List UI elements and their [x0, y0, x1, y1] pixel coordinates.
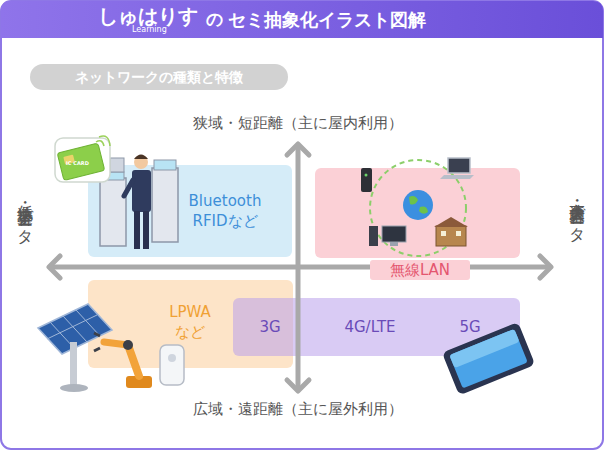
axis-label: 広域・遠距離（主に屋外利用） [148, 400, 448, 419]
axis-label: 狭域・短距離（主に屋内利用） [148, 114, 448, 133]
region-label: 3G [233, 317, 307, 337]
solar-base [60, 384, 88, 392]
person-head [134, 155, 148, 169]
pc-monitor [382, 226, 406, 242]
building [436, 226, 466, 246]
axes [49, 144, 551, 391]
smartphone-illustration [442, 322, 535, 395]
phone-screen-glare [449, 329, 519, 368]
person-leg [134, 211, 140, 249]
router [361, 168, 372, 192]
pc-tower [369, 226, 378, 246]
person-body [132, 170, 151, 212]
solar-pole [70, 342, 77, 386]
phone-screen [449, 329, 527, 389]
header-particle: の [206, 8, 223, 31]
ic-card-illustration [55, 136, 110, 182]
globe [403, 190, 433, 220]
person-leg [143, 211, 149, 249]
phone-body [442, 322, 535, 395]
solar-panel [38, 304, 112, 354]
category-region: Bluetooth RFIDなど [88, 165, 292, 257]
pc-stand [390, 242, 398, 246]
card-body [57, 143, 105, 180]
horizontal-axis [50, 265, 550, 270]
person-arm [124, 180, 133, 196]
gate-pole [110, 158, 124, 172]
brand-logo: しゅはりす [98, 3, 198, 30]
header-bar [1, 1, 603, 38]
gate-panel [102, 172, 124, 180]
laptop-screen [448, 158, 470, 173]
brand-subtitle: Learning [132, 25, 167, 34]
person-hair [134, 155, 148, 160]
gate-body [100, 178, 126, 246]
region-label: 5G [430, 317, 510, 337]
globe-land [409, 196, 428, 214]
vertical-axis [296, 145, 301, 390]
axis-arrowhead [287, 380, 309, 391]
region-label: LPWA など [160, 302, 220, 342]
gate-body [152, 168, 178, 242]
region-label: 4G/LTE [325, 317, 415, 337]
building-window [441, 231, 446, 236]
ticket-gate-illustration [100, 155, 178, 250]
lpwa-illustration [38, 304, 184, 392]
card-bubble [55, 138, 110, 182]
card-label: IC CARD [66, 160, 89, 166]
region-label: Bluetooth RFIDなど [170, 191, 280, 231]
signal-waves [96, 136, 110, 146]
sensor-device [160, 345, 184, 385]
robot-arm [104, 342, 128, 345]
robot-arm [128, 345, 139, 376]
axis-arrowhead [540, 256, 551, 278]
section-pill: ネットワークの種類と特徴 [30, 64, 288, 90]
robot-joint [123, 340, 133, 350]
building-roof [434, 217, 468, 227]
category-region: 3G 4G/LTE 5G [233, 298, 520, 356]
laptop-base [440, 175, 474, 179]
building-window [456, 231, 461, 236]
page-title: セミ抽象化イラスト図解 [228, 8, 426, 32]
solar-grid [47, 310, 100, 348]
router-led [365, 174, 368, 177]
region-label: ネットワークの種類と特徴 [30, 64, 288, 90]
robot-gripper [94, 333, 100, 351]
axis-label: 高速・大容量データ [566, 190, 587, 235]
network-circle [370, 160, 466, 256]
category-region: 無線LAN [315, 168, 520, 258]
card-chip [63, 154, 75, 164]
axis-label: 低速・小容量データ [14, 192, 35, 237]
axis-arrowhead [49, 256, 60, 278]
region-label: 無線LAN [370, 260, 470, 280]
robot-base [126, 376, 152, 388]
axis-arrowhead [287, 144, 309, 155]
sensor-eye [168, 354, 176, 362]
ic-card [57, 143, 105, 180]
gate-panel [154, 160, 176, 170]
wireless-lan-illustration [361, 158, 474, 256]
